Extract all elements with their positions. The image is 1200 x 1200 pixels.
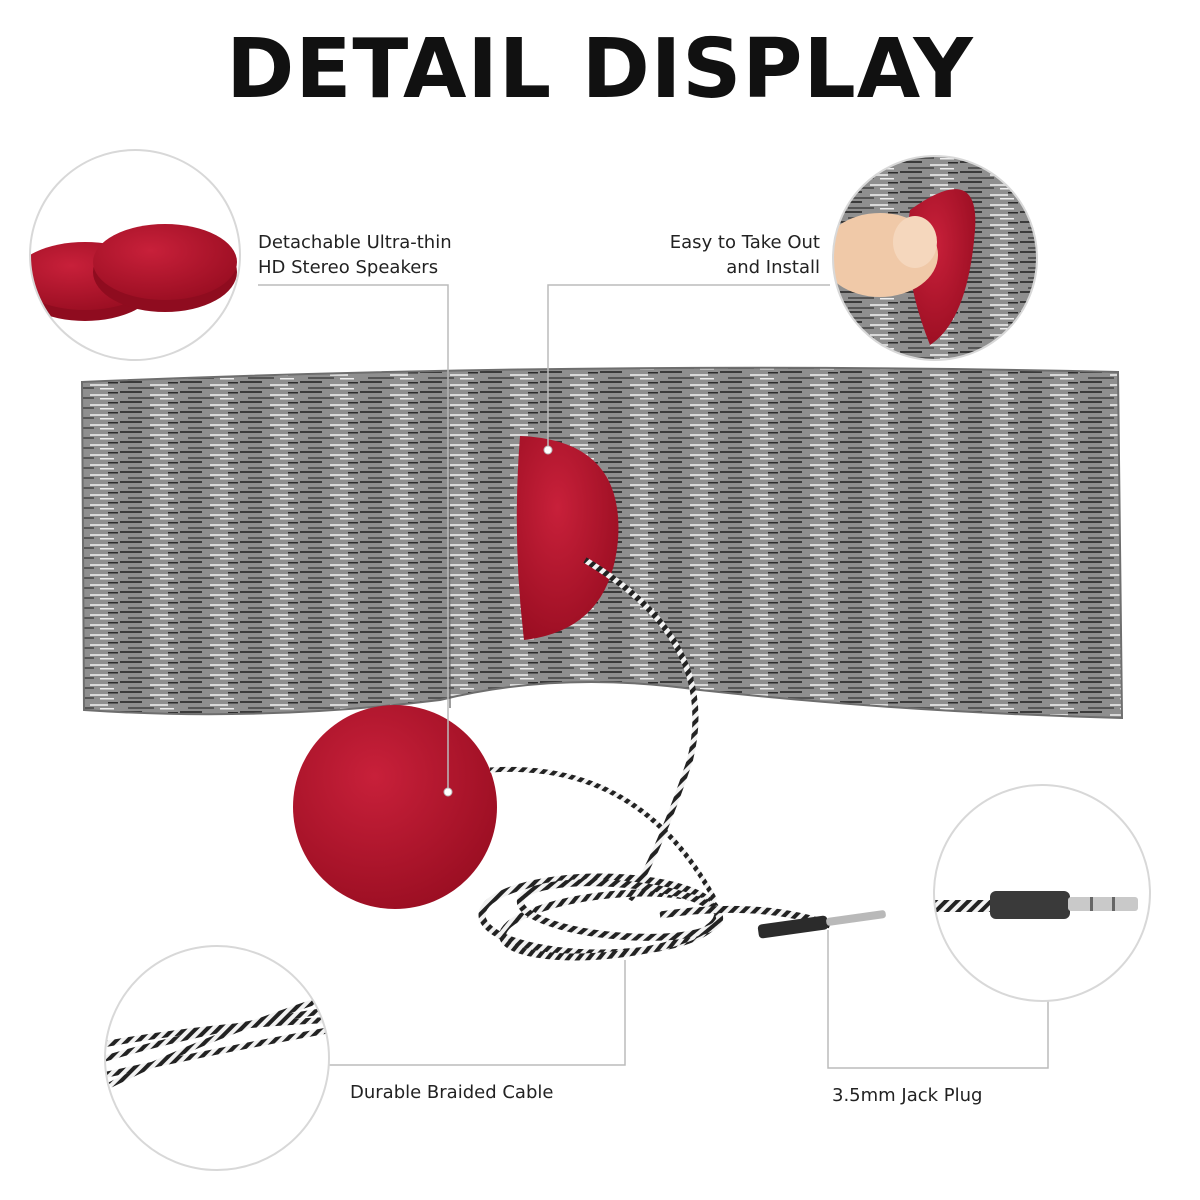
callout-cable: Durable Braided Cable xyxy=(350,1080,553,1105)
magnifier-braided-cable xyxy=(104,945,330,1171)
callout-takeout: Easy to Take Out and Install xyxy=(560,230,820,280)
callout-takeout-line2: and Install xyxy=(726,257,820,278)
magnifier-take-out xyxy=(832,155,1038,361)
callout-speakers-line2: HD Stereo Speakers xyxy=(258,257,439,278)
callout-jack: 3.5mm Jack Plug xyxy=(832,1083,983,1108)
leader-lines xyxy=(130,284,1049,1069)
page-title: DETAIL DISPLAY xyxy=(226,22,974,117)
callout-speakers-line1: Detachable Ultra-thin xyxy=(258,232,452,253)
leader-dot xyxy=(543,445,553,455)
pocket-speaker xyxy=(516,436,619,640)
callout-speakers: Detachable Ultra-thin HD Stereo Speakers xyxy=(258,230,452,280)
callout-jack-text: 3.5mm Jack Plug xyxy=(832,1085,983,1106)
coiled-cable xyxy=(478,873,832,961)
speaker-cable xyxy=(583,557,699,902)
leader-dot xyxy=(443,787,453,797)
loose-speaker xyxy=(293,705,497,909)
coil-jack-plug xyxy=(757,910,886,939)
magnifier-jack-plug xyxy=(933,784,1151,1002)
callout-takeout-line1: Easy to Take Out xyxy=(669,232,820,253)
callout-cable-text: Durable Braided Cable xyxy=(350,1082,554,1103)
magnifier-speaker-pads xyxy=(29,149,241,361)
